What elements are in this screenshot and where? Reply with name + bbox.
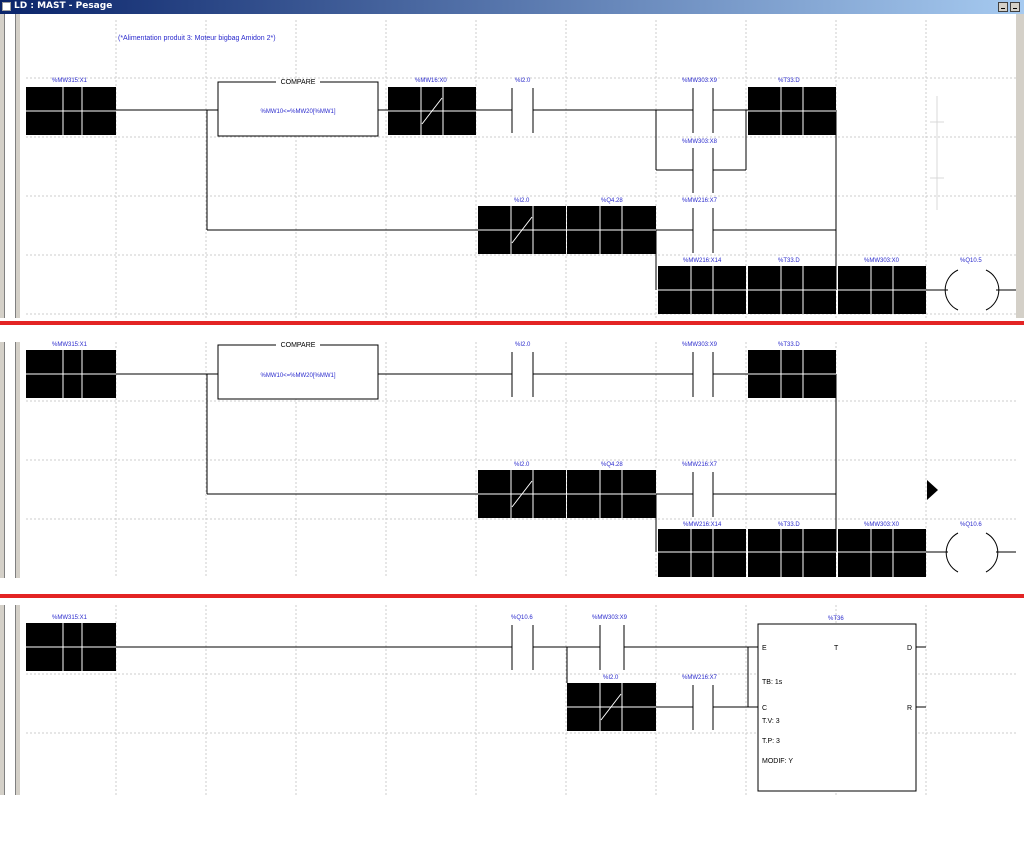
rung3-timer-modif: MODIF: Y bbox=[762, 758, 793, 765]
maximize-button[interactable] bbox=[1010, 2, 1020, 12]
rung2-contact-i20-label: %I2.0 bbox=[515, 342, 531, 348]
rung2-contact-i20[interactable] bbox=[511, 352, 534, 397]
rung2-contact-t33db[interactable] bbox=[748, 529, 836, 577]
rung2-compare-block[interactable] bbox=[217, 344, 379, 400]
rung3-timer-block[interactable] bbox=[757, 623, 917, 792]
rung1-contact-t33db-label: %T33.D bbox=[778, 258, 800, 264]
rung3-timer-tp: T.P: 3 bbox=[762, 738, 780, 745]
rung3-timer-pin-r: R bbox=[907, 705, 912, 712]
rung1-contact-t33d[interactable] bbox=[748, 87, 836, 135]
rung2-coil[interactable] bbox=[945, 532, 999, 573]
rung1-contact-i20b-label: %I2.0 bbox=[514, 198, 530, 204]
rung2-contact-i20b-negated[interactable] bbox=[478, 470, 566, 518]
rung2-compare-expression: %MW10<=%MW20[%MW1] bbox=[260, 373, 335, 379]
rung1-contact-mw303x0[interactable] bbox=[838, 266, 926, 314]
rung1-contact-i20[interactable] bbox=[511, 88, 534, 133]
rung1-contact-mw216x14[interactable] bbox=[658, 266, 746, 314]
rung3-timer-name: %T36 bbox=[828, 616, 844, 622]
rung1-contact-mw303x0-label: %MW303:X0 bbox=[864, 258, 900, 264]
rung2-contact-mw315-label: %MW315:X1 bbox=[52, 342, 88, 348]
rung1-contact-mw303x9-label: %MW303:X9 bbox=[682, 78, 718, 84]
red-separator-2 bbox=[0, 594, 1024, 598]
rung2-contact-mw303x9[interactable] bbox=[692, 352, 714, 397]
rung1-compare-block[interactable] bbox=[217, 81, 379, 137]
rung2-contact-mw303x9-label: %MW303:X9 bbox=[682, 342, 718, 348]
rung3-contact-q106[interactable] bbox=[511, 625, 534, 670]
rung3-timer-pin-c: C bbox=[762, 705, 767, 712]
rung2-contact-mw216x7[interactable] bbox=[692, 472, 714, 517]
rung1-faint-marks bbox=[930, 96, 944, 210]
right-frame-panel-1 bbox=[1016, 14, 1024, 318]
rung1-contact-mw16-label: %MW16:X0 bbox=[415, 78, 447, 84]
rung1-compare-expression: %MW10<=%MW20[%MW1] bbox=[260, 109, 335, 115]
rung1-contact-mw16-negated[interactable] bbox=[388, 87, 476, 135]
rung2-contact-mw315[interactable] bbox=[26, 350, 116, 398]
rung3-contact-i20-negated[interactable] bbox=[567, 683, 656, 731]
rung1-coil[interactable] bbox=[944, 269, 1000, 311]
minimize-button[interactable] bbox=[998, 2, 1008, 12]
rung2-contact-i20b-label: %I2.0 bbox=[514, 462, 530, 468]
rung1-coil-label: %Q10.5 bbox=[960, 258, 982, 264]
rung3-wires bbox=[116, 646, 926, 708]
rung3-contact-i20-label: %I2.0 bbox=[603, 675, 619, 681]
rung3-timer-pin-e: E bbox=[762, 645, 767, 652]
rung1-contact-i20-label: %I2.0 bbox=[515, 78, 531, 84]
rung1-contact-i20b-negated[interactable] bbox=[478, 206, 566, 254]
rung1-contact-mw303x9[interactable] bbox=[692, 88, 714, 133]
rung2-contact-mw216x14[interactable] bbox=[658, 529, 746, 577]
rung2-contact-mw303x0-label: %MW303:X0 bbox=[864, 522, 900, 528]
rung1-contact-mw216x7[interactable] bbox=[692, 208, 714, 253]
rung1-comment: (*Alimentation produit 3: Moteur bigbag … bbox=[118, 35, 276, 42]
rung3-contact-mw216x7[interactable] bbox=[692, 685, 714, 730]
rung2-contact-t33db-label: %T33.D bbox=[778, 522, 800, 528]
rung2-contact-mw216x7-label: %MW216:X7 bbox=[682, 462, 718, 468]
left-frame-panel-2 bbox=[0, 342, 20, 578]
rung1-compare-title: COMPARE bbox=[281, 79, 316, 86]
rung3-contact-mw315[interactable] bbox=[26, 623, 116, 671]
rung2-contact-q428-label: %Q4.28 bbox=[601, 462, 623, 468]
window-title: LD : MAST - Pesage bbox=[14, 1, 113, 11]
left-frame-panel-1 bbox=[0, 14, 20, 318]
window-title-bar[interactable]: LD : MAST - Pesage bbox=[0, 0, 1024, 14]
rung3-contact-mw216x7-label: %MW216:X7 bbox=[682, 675, 718, 681]
rung2-contact-mw216x14-label: %MW216:X14 bbox=[683, 522, 722, 528]
rung3-timer-pin-t: T bbox=[834, 645, 839, 652]
rung1-contact-mw315[interactable] bbox=[26, 87, 116, 135]
rung1-contact-mw315-label: %MW315:X1 bbox=[52, 78, 88, 84]
rung2-wires bbox=[116, 373, 1016, 553]
rung1-contact-mw216x14-label: %MW216:X14 bbox=[683, 258, 722, 264]
rung1-contact-q428-label: %Q4.28 bbox=[601, 198, 623, 204]
rung1-contact-t33d-label: %T33.D bbox=[778, 78, 800, 84]
rung3-timer-pin-d: D bbox=[907, 645, 912, 652]
rung2-contact-mw303x0[interactable] bbox=[838, 529, 926, 577]
rung1-contact-mw303x8[interactable] bbox=[692, 148, 714, 193]
rung3-timer-tb: TB: 1s bbox=[762, 679, 783, 686]
rung1-contact-mw303x8-label: %MW303:X8 bbox=[682, 139, 718, 145]
rung3-contact-mw315-label: %MW315:X1 bbox=[52, 615, 88, 621]
rung2-coil-label: %Q10.6 bbox=[960, 522, 982, 528]
rung2-compare-title: COMPARE bbox=[281, 342, 316, 349]
rung1-contact-mw216x7-label: %MW216:X7 bbox=[682, 198, 718, 204]
rung1-contact-t33db[interactable] bbox=[748, 266, 836, 314]
window-system-icon[interactable] bbox=[2, 2, 11, 11]
rung3-timer-tv: T.V: 3 bbox=[762, 718, 780, 725]
rung1-contact-q428[interactable] bbox=[567, 206, 656, 254]
rung3-contact-mw303x9[interactable] bbox=[599, 625, 625, 670]
rung2-contact-q428[interactable] bbox=[567, 470, 656, 518]
left-frame-panel-3 bbox=[0, 605, 20, 795]
rung3-contact-mw303x9-label: %MW303:X9 bbox=[592, 615, 628, 621]
mouse-cursor-arrow-icon bbox=[927, 480, 938, 500]
rung2-contact-t33d[interactable] bbox=[748, 350, 836, 398]
rung3-contact-q106-label: %Q10.6 bbox=[511, 615, 533, 621]
red-separator-1 bbox=[0, 321, 1024, 325]
rung2-contact-t33d-label: %T33.D bbox=[778, 342, 800, 348]
